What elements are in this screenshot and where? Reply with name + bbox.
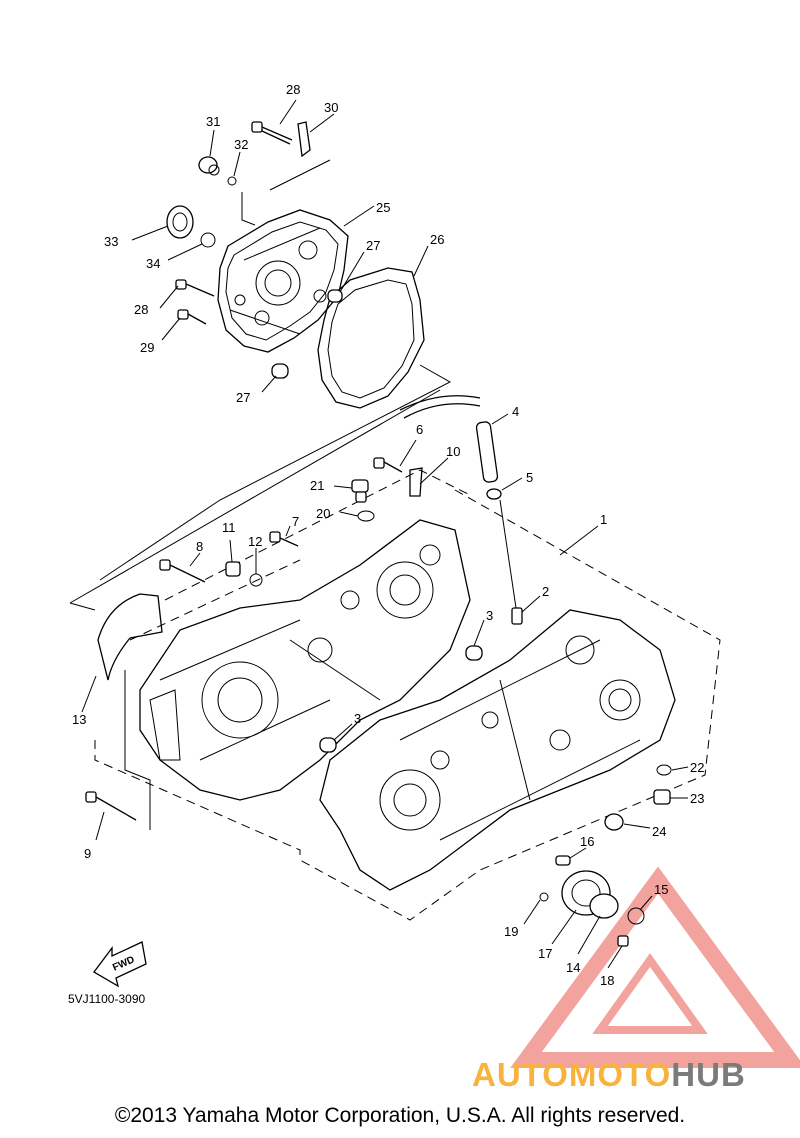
- fwd-arrow-icon: FWD: [93, 941, 147, 988]
- callout-11: 11: [222, 520, 236, 535]
- diagram-code: 5VJ1100-3090: [68, 992, 146, 1006]
- callout-13: 13: [72, 712, 86, 727]
- callout-33: 33: [104, 234, 118, 249]
- callout-23: 23: [690, 791, 704, 806]
- callout-6: 6: [416, 422, 423, 437]
- callout-labels: 1 2 3 3 4 5 6 7 8 9 10 11 12 13 14 15 16…: [72, 82, 704, 988]
- watermark-logo: [510, 866, 800, 1068]
- callout-25: 25: [376, 200, 390, 215]
- callout-27: 27: [366, 238, 380, 253]
- callout-20: 20: [316, 506, 330, 521]
- callout-3-second: 3: [354, 711, 361, 726]
- cover-small-parts: [166, 121, 343, 379]
- misc-parts: [85, 395, 672, 947]
- callout-28-second: 28: [134, 302, 148, 317]
- callout-18: 18: [600, 973, 614, 988]
- callout-19: 19: [504, 924, 518, 939]
- watermark-brand-suffix: HUB: [671, 1056, 746, 1093]
- callout-31: 31: [206, 114, 220, 129]
- watermark-brand: AUTOMOTOHUB: [472, 1056, 746, 1094]
- cover-gasket: [317, 267, 425, 409]
- callout-7: 7: [292, 514, 299, 529]
- callout-30: 30: [324, 100, 338, 115]
- copyright-notice: ©2013 Yamaha Motor Corporation, U.S.A. A…: [114, 1104, 686, 1127]
- callout-5: 5: [526, 470, 533, 485]
- crankcase-cover: [217, 209, 349, 353]
- callout-1: 1: [600, 512, 607, 527]
- callout-9: 9: [84, 846, 91, 861]
- callout-4: 4: [512, 404, 519, 419]
- callout-15: 15: [654, 882, 668, 897]
- left-crankcase: [139, 519, 471, 801]
- callout-26: 26: [430, 232, 444, 247]
- callout-8: 8: [196, 539, 203, 554]
- callout-12: 12: [248, 534, 262, 549]
- callout-21: 21: [310, 478, 324, 493]
- callout-16: 16: [580, 834, 594, 849]
- callout-10: 10: [446, 444, 460, 459]
- callout-28: 28: [286, 82, 300, 97]
- callout-29: 29: [140, 340, 154, 355]
- callout-17: 17: [538, 946, 552, 961]
- right-crankcase: [319, 609, 676, 891]
- callout-2: 2: [542, 584, 549, 599]
- callout-32: 32: [234, 137, 248, 152]
- callout-27-second: 27: [236, 390, 250, 405]
- callout-14: 14: [566, 960, 580, 975]
- callout-22: 22: [690, 760, 704, 775]
- watermark-brand-accent: AUTOMOTO: [472, 1056, 672, 1093]
- callout-34: 34: [146, 256, 160, 271]
- assembly-boundaries: [69, 159, 721, 921]
- callout-3: 3: [486, 608, 493, 623]
- callout-24: 24: [652, 824, 666, 839]
- leader-lines: [81, 99, 689, 969]
